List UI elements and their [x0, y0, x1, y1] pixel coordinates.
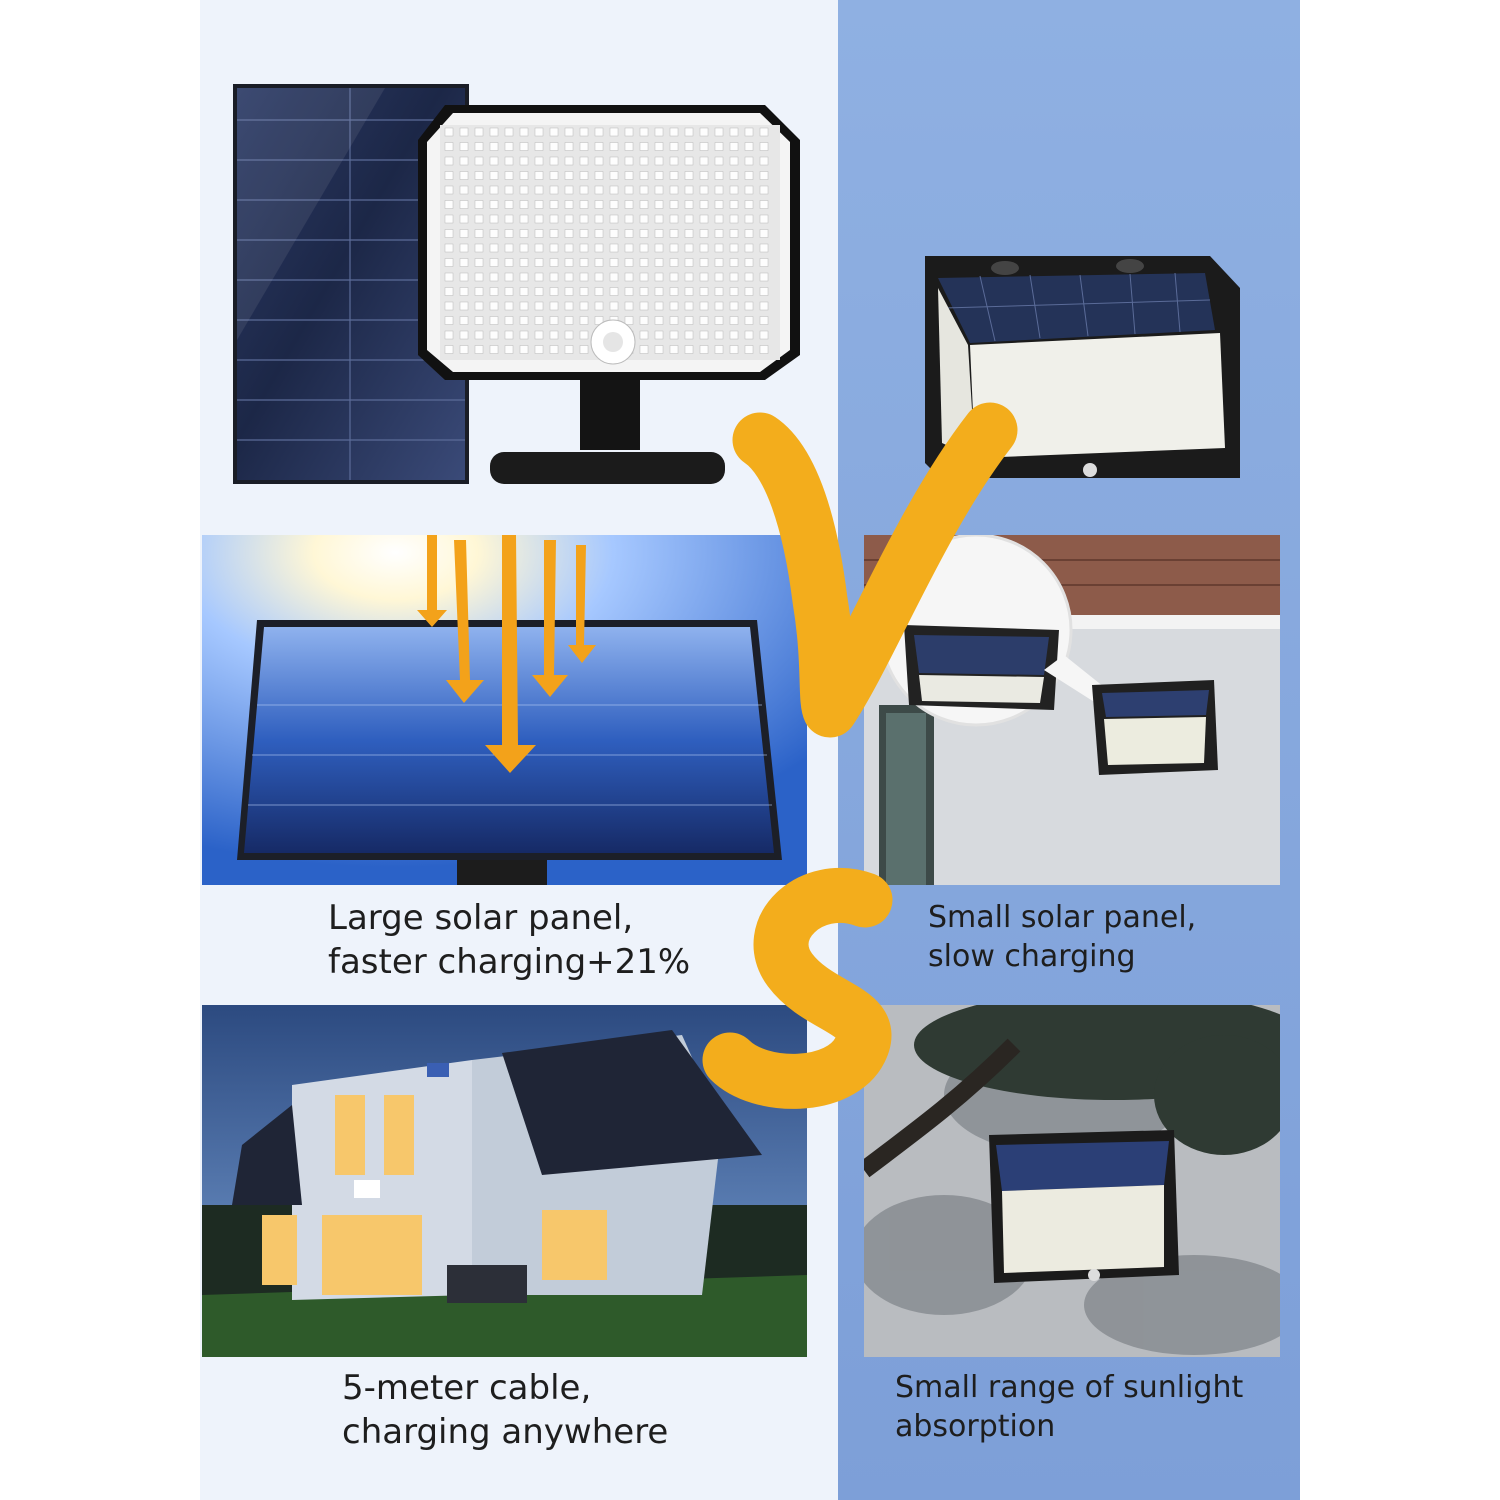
- caption-cable-line2: charging anywhere: [342, 1412, 669, 1453]
- brush-stroke-v-and-s: [702, 402, 1018, 1109]
- caption-small-panel: Small solar panel, slow charging: [928, 898, 1196, 976]
- caption-large-panel-line2: faster charging+21%: [328, 942, 691, 983]
- caption-small-range-line2: absorption: [895, 1409, 1056, 1444]
- house-dusk-photo: [202, 1005, 807, 1357]
- product-solar-floodlight-image: [233, 84, 800, 484]
- caption-small-panel-line1: Small solar panel,: [928, 900, 1197, 935]
- caption-small-range-line1: Small range of sunlight: [895, 1370, 1244, 1405]
- wall-light-shade-photo: [864, 1005, 1280, 1357]
- caption-large-panel-line1: Large solar panel,: [328, 898, 634, 938]
- large-panel-sun-photo: [202, 535, 807, 885]
- small-panel-wall-photo: [864, 535, 1280, 885]
- caption-small-range: Small range of sunlight absorption: [895, 1368, 1243, 1446]
- caption-cable-line1: 5-meter cable,: [342, 1368, 592, 1408]
- caption-large-panel: Large solar panel, faster charging+21%: [328, 896, 690, 984]
- caption-small-panel-line2: slow charging: [928, 939, 1136, 974]
- caption-cable: 5-meter cable, charging anywhere: [342, 1366, 668, 1454]
